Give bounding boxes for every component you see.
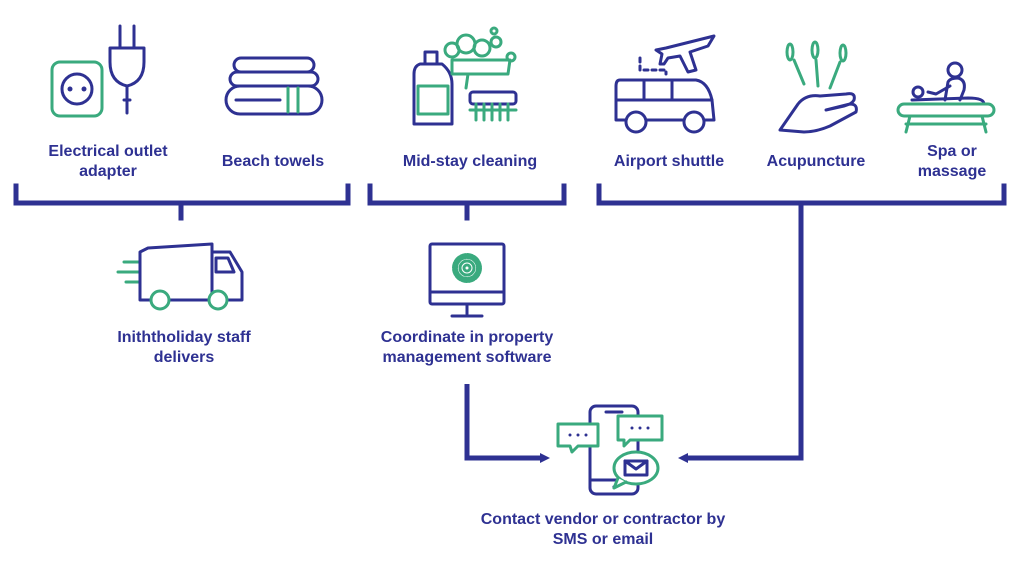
label-electrical-outlet-adapter: Electrical outlet adapter [48, 143, 168, 180]
computer-gear-icon [428, 242, 506, 318]
label-property-management-software: Coordinate in property management softwa… [380, 329, 554, 366]
acupuncture-icon [778, 40, 858, 134]
label-mid-stay-cleaning: Mid-stay cleaning [402, 153, 538, 170]
label-acupuncture: Acupuncture [766, 153, 866, 170]
cleaning-supplies-icon [412, 26, 518, 126]
label-spa-or-massage: Spa or massage [917, 143, 987, 180]
label-airport-shuttle: Airport shuttle [613, 153, 725, 170]
bracket-group-1 [13, 183, 351, 221]
flow-software-to-contact [464, 384, 550, 463]
bracket-group-2 [367, 183, 567, 221]
beach-towels-icon [224, 56, 324, 116]
phone-message-icon [556, 404, 664, 496]
spa-massage-icon [896, 61, 996, 134]
electrical-outlet-adapter-icon [50, 24, 146, 118]
label-beach-towels: Beach towels [221, 153, 325, 170]
flow-group3-to-contact [678, 203, 804, 463]
airport-shuttle-icon [614, 34, 716, 134]
bracket-group-3 [596, 183, 1007, 206]
delivery-truck-icon [116, 242, 244, 311]
label-contact-vendor: Contact vendor or contractor by SMS or e… [480, 511, 726, 548]
label-staff-delivers: Iniththoliday staff delivers [117, 329, 251, 366]
